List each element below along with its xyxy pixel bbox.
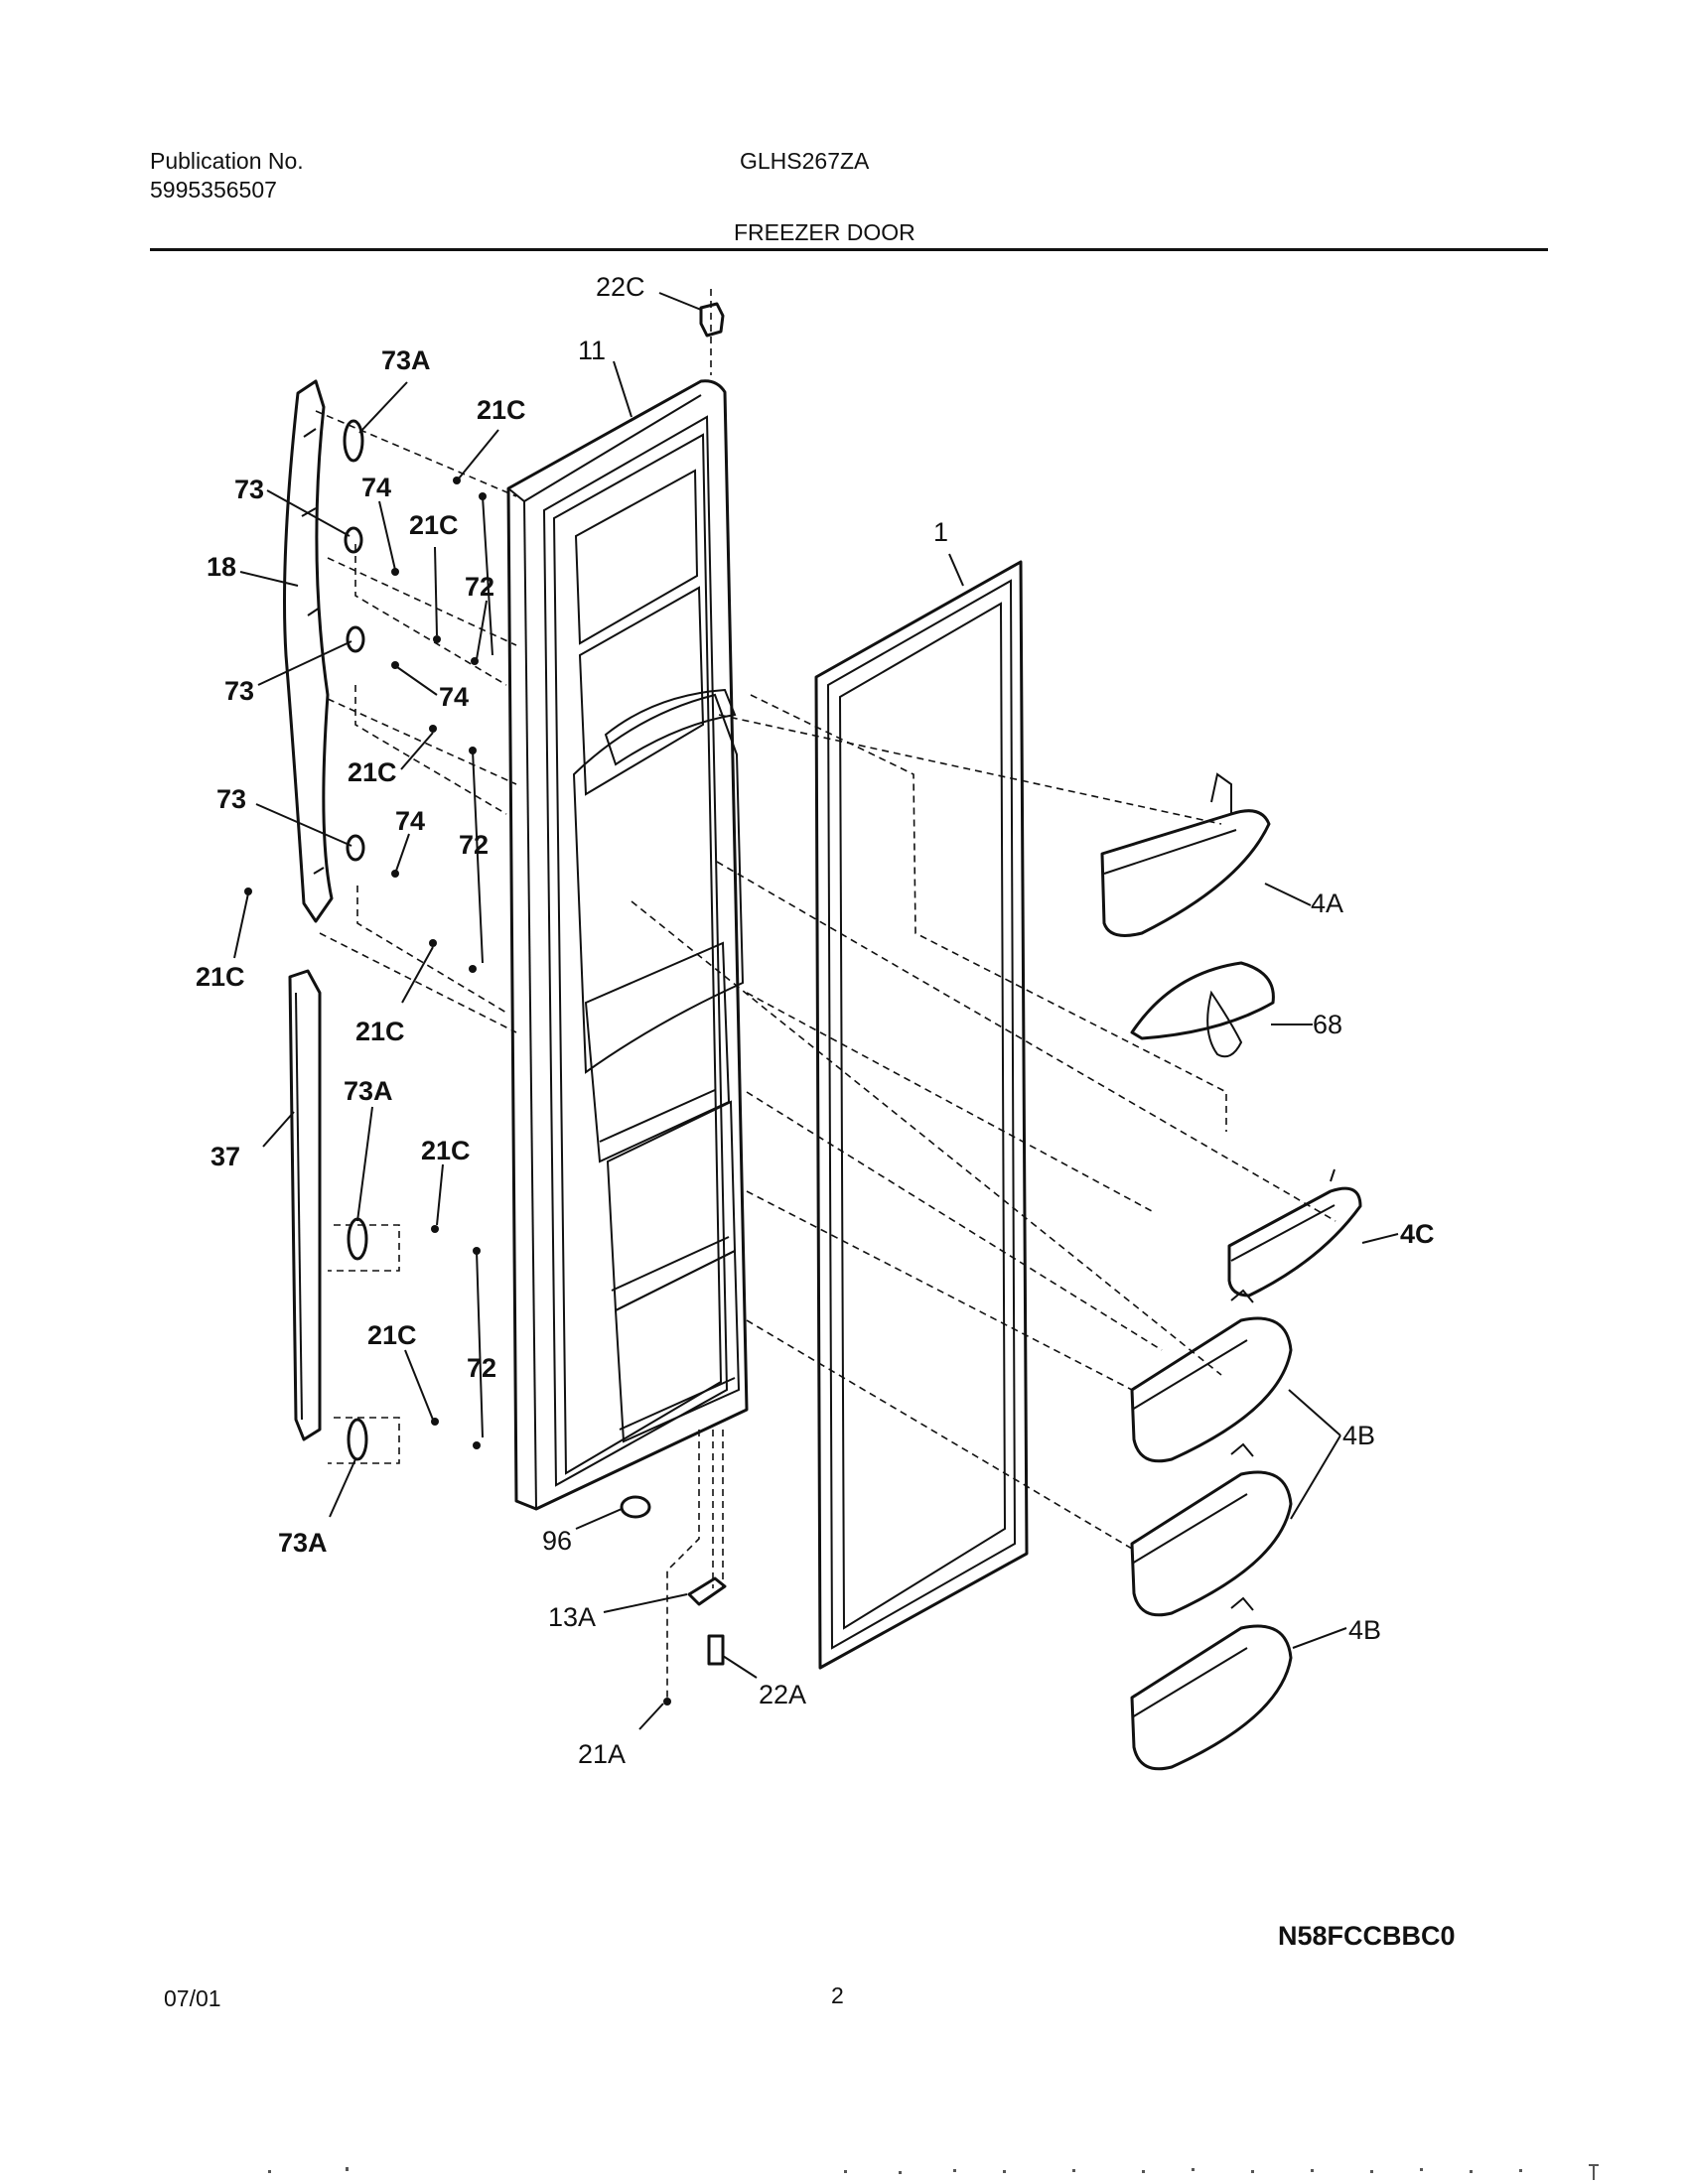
door-bin-4C [1227, 1168, 1362, 1297]
leader-lines [233, 292, 1399, 1730]
callout-4B-2: 4B [1348, 1615, 1381, 1645]
callout-72-1: 72 [465, 572, 494, 602]
callout-72-3: 72 [467, 1353, 496, 1383]
assembly-lines [315, 289, 1336, 1700]
callout-73-3: 73 [216, 784, 246, 814]
callout-4C: 4C [1400, 1219, 1435, 1249]
bushing-73-3 [346, 834, 365, 862]
callout-18: 18 [207, 552, 236, 582]
hinge-pin-22C [699, 302, 725, 338]
callout-21C-left: 21C [196, 962, 245, 992]
callout-21C-2: 21C [409, 510, 459, 540]
callout-21C-6: 21C [367, 1320, 417, 1350]
callout-73-1: 73 [234, 475, 264, 504]
callout-73A-mid: 73A [344, 1076, 393, 1106]
callout-13A: 13A [548, 1602, 596, 1632]
callout-21C-4: 21C [355, 1017, 405, 1046]
page-number: 2 [831, 1982, 844, 2008]
callout-21C-1: 21C [477, 395, 526, 425]
callout-74-3: 74 [395, 806, 425, 836]
callout-37: 37 [211, 1142, 240, 1171]
callout-72-2: 72 [459, 830, 489, 860]
header-rule [150, 248, 1548, 251]
callout-74-2: 74 [439, 682, 469, 712]
callout-4A: 4A [1311, 888, 1343, 918]
callout-labels: 22C 11 73A 21C 73 74 21C 18 72 1 73 74 2… [196, 272, 1435, 1769]
hinge-pin-22A [707, 1634, 725, 1666]
callout-74-1: 74 [361, 473, 391, 502]
callout-22C: 22C [596, 272, 645, 302]
door-bin-4A [1100, 772, 1271, 937]
callout-4B-1: 4B [1342, 1421, 1375, 1450]
hardware [244, 302, 727, 1706]
callout-73A-bot: 73A [278, 1528, 328, 1558]
bushing-73-1 [344, 526, 363, 554]
callout-21C-3: 21C [348, 757, 397, 787]
callout-11: 11 [578, 336, 606, 365]
bushing-73A-top [343, 419, 364, 463]
callout-1: 1 [933, 517, 948, 547]
scan-artifact-row [268, 2164, 1599, 2180]
callout-21C-5: 21C [421, 1136, 471, 1165]
door-bin-4B-2 [1130, 1442, 1293, 1617]
publication-label: Publication No. [150, 148, 304, 174]
callout-21A: 21A [578, 1739, 626, 1769]
door-panel-11 [506, 379, 749, 1511]
callout-73A-top: 73A [381, 345, 431, 375]
door-bin-4B-3 [1130, 1596, 1293, 1771]
callout-22A: 22A [759, 1680, 806, 1709]
hinge-bracket-13A [687, 1576, 727, 1606]
publication-number: 5995356507 [150, 177, 277, 203]
plug-96 [620, 1495, 651, 1519]
trim-18 [283, 379, 334, 923]
model-number: GLHS267ZA [740, 148, 870, 174]
trim-37 [288, 969, 322, 1441]
section-title: FREEZER DOOR [734, 219, 915, 245]
diagram-code: N58FCCBBC0 [1278, 1921, 1456, 1951]
door-bin-4B-1 [1130, 1289, 1293, 1463]
bushing-73-2 [346, 625, 365, 653]
bushing-73A-bot [347, 1418, 368, 1461]
callout-96: 96 [542, 1526, 572, 1556]
footer-date: 07/01 [164, 1985, 221, 2011]
door-gasket-1 [814, 560, 1029, 1670]
callout-73-2: 73 [224, 676, 254, 706]
ice-bucket-68 [1130, 961, 1275, 1058]
callout-68: 68 [1313, 1010, 1342, 1039]
